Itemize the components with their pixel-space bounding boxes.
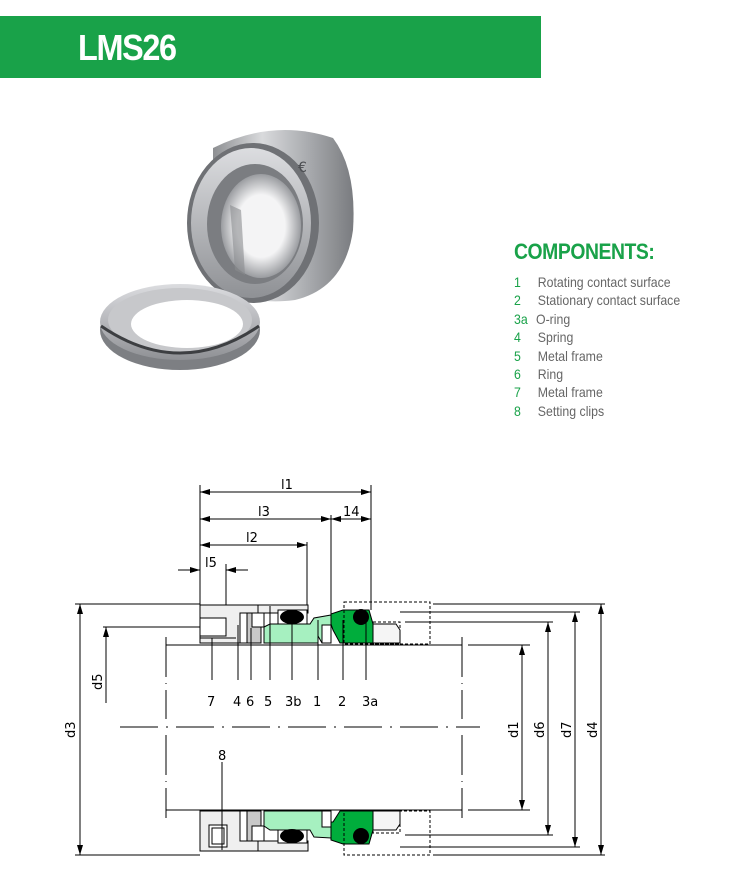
component-item: 6 Ring <box>514 365 716 383</box>
rotating-unit-image: € <box>187 130 354 303</box>
component-number: 6 <box>514 366 521 383</box>
dim-d4: d4 <box>586 721 601 738</box>
dim-l1: l1 <box>281 478 293 493</box>
dim-d5: d5 <box>91 673 106 690</box>
component-number: 5 <box>514 347 521 364</box>
component-item: 5 Metal frame <box>514 347 716 365</box>
dim-d3: d3 <box>64 721 79 738</box>
part-callouts: 7 4 6 5 3b 1 2 3a 8 <box>207 695 378 764</box>
callout-3b: 3b <box>285 695 302 710</box>
component-item: 7 Metal frame <box>514 383 716 401</box>
dim-l2: l2 <box>246 531 258 546</box>
components-heading: COMPONENTS: <box>514 239 655 264</box>
callout-8: 8 <box>218 749 226 764</box>
component-number: 2 <box>514 292 521 309</box>
component-item: 2 Stationary contact surface <box>514 291 716 309</box>
dim-l3: l3 <box>258 505 270 520</box>
shaft-outline <box>120 637 530 818</box>
component-number: 1 <box>514 274 521 290</box>
upper-cross-section <box>199 601 431 645</box>
callout-1: 1 <box>313 695 321 710</box>
callout-3a: 3a <box>362 695 378 710</box>
dim-d1: d1 <box>507 721 522 738</box>
component-label: Setting clips <box>537 402 605 419</box>
component-label: Stationary contact surface <box>537 292 681 309</box>
component-number: 3a <box>514 310 528 327</box>
component-label: Metal frame <box>537 347 603 364</box>
title-banner: LMS26 <box>0 16 541 78</box>
component-item: 3a O-ring <box>514 310 716 328</box>
dim-l4: 14 <box>343 505 360 520</box>
component-number: 4 <box>514 329 521 346</box>
callout-7: 7 <box>207 695 215 710</box>
component-number: 8 <box>514 402 521 419</box>
svg-text:€: € <box>298 160 307 176</box>
component-label: Spring <box>537 329 574 346</box>
dim-d6: d6 <box>533 721 548 738</box>
component-label: O-ring <box>536 310 571 327</box>
product-photo: € <box>100 130 354 370</box>
dim-d7: d7 <box>560 721 575 738</box>
component-label: Metal frame <box>537 384 603 401</box>
technical-drawing: l1 l3 14 l2 l5 d3 d5 d1 d6 d7 d4 <box>64 478 605 856</box>
callout-5: 5 <box>264 695 272 710</box>
component-item: 1 Rotating contact surface <box>514 273 716 291</box>
callout-2: 2 <box>338 695 346 710</box>
callout-4: 4 <box>233 695 241 710</box>
component-item: 8 Setting clips <box>514 402 716 420</box>
length-dimension-labels: l1 l3 14 l2 l5 <box>205 478 360 571</box>
component-label: Ring <box>537 366 564 383</box>
dim-l5: l5 <box>205 556 217 571</box>
component-label: Rotating contact surface <box>537 274 671 290</box>
diameter-dimension-labels: d3 d5 d1 d6 d7 d4 <box>64 673 601 738</box>
component-item: 4 Spring <box>514 328 716 346</box>
lower-cross-section <box>199 810 431 856</box>
callout-6: 6 <box>246 695 254 710</box>
product-title: LMS26 <box>78 27 177 68</box>
stationary-seat-image <box>100 284 260 370</box>
component-number: 7 <box>514 384 521 401</box>
components-list: 1 Rotating contact surface 2 Stationary co… <box>514 273 744 420</box>
